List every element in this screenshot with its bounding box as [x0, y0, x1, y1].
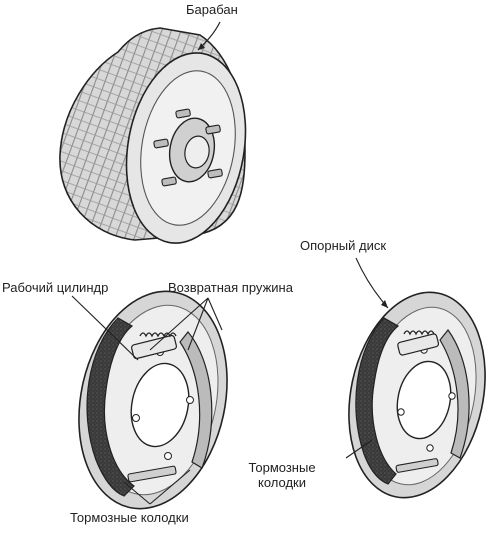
pointer-backing-plate	[356, 258, 388, 308]
left-brake-assembly	[60, 277, 247, 522]
label-backing-plate: Опорный диск	[300, 238, 386, 253]
label-brake-shoes-right: Тормозные колодки	[234, 460, 330, 490]
label-drum: Барабан	[186, 2, 238, 17]
brake-drum	[60, 22, 260, 253]
right-brake-assembly	[331, 258, 500, 510]
label-brake-shoes-right-line1: Тормозные	[234, 460, 330, 475]
label-return-spring: Возвратная пружина	[168, 280, 293, 295]
label-wheel-cylinder: Рабочий цилиндр	[2, 280, 108, 295]
label-brake-shoes-bottom: Тормозные колодки	[70, 510, 189, 525]
label-brake-shoes-right-line2: колодки	[234, 475, 330, 490]
